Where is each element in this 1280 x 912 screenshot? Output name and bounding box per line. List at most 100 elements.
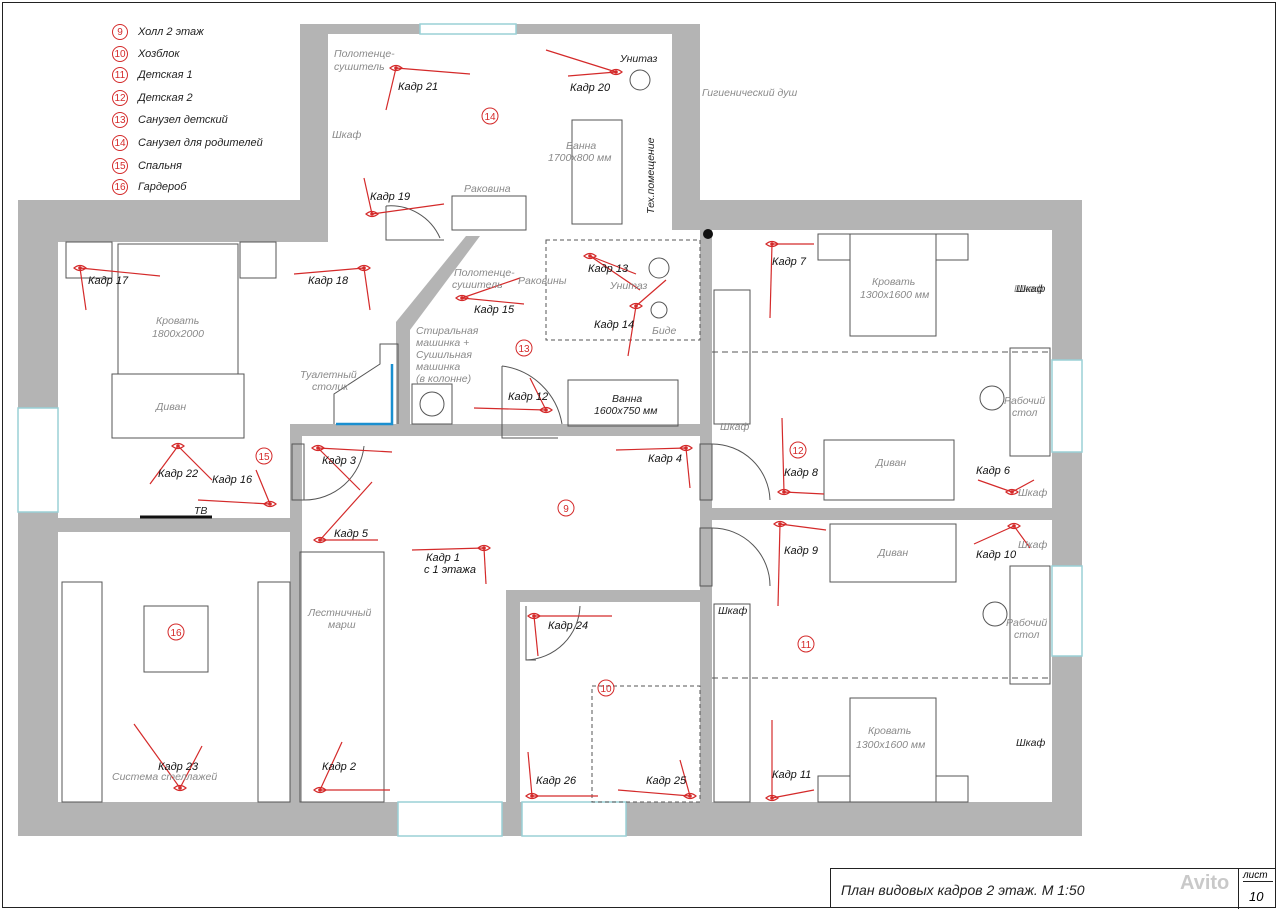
- camera-label: Кадр 16: [212, 474, 253, 486]
- furniture-label: Кровать: [156, 315, 199, 327]
- camera-label: Кадр 24: [548, 620, 588, 632]
- room-number: 15: [258, 452, 270, 463]
- camera-label: с 1 этажа: [424, 564, 476, 576]
- legend-text: Спальня: [138, 160, 182, 172]
- camera-label: Кадр 7: [772, 256, 807, 268]
- furniture-label: Шкаф: [332, 129, 361, 141]
- avito-watermark: Avito: [1180, 872, 1230, 894]
- furniture-label: Диван: [155, 401, 186, 413]
- furniture-label: сушитель: [334, 61, 385, 73]
- title-block: План видовых кадров 2 этаж. М 1:50 лист …: [830, 868, 1276, 909]
- camera-label: Кадр 10: [976, 549, 1017, 561]
- furniture-label: стол: [1012, 407, 1037, 419]
- furniture-label: машинка: [416, 361, 460, 373]
- furniture-label: Унитаз: [619, 53, 657, 65]
- furniture-label: Сушильная: [416, 349, 472, 361]
- camera-label: Кадр 1: [426, 552, 460, 564]
- furniture-label: Стиральная: [416, 325, 479, 337]
- riser-marker: [703, 229, 713, 239]
- furniture-label: Шкаф: [1016, 283, 1045, 295]
- camera-label: Кадр 19: [370, 191, 410, 203]
- furniture-label: Ванна: [612, 393, 642, 405]
- room-number: 16: [170, 628, 182, 639]
- furniture-label: Диван: [875, 457, 906, 469]
- furniture-label: Диван: [877, 547, 908, 559]
- furniture-label: Шкаф: [1018, 539, 1047, 551]
- legend-number: 15: [112, 158, 128, 174]
- camera-label: Кадр 12: [508, 391, 548, 403]
- furniture-label: сушитель: [452, 279, 503, 291]
- room-numbers: 9 10 11 12 13 14 15 16: [167, 107, 815, 697]
- drawing-title: План видовых кадров 2 этаж. М 1:50: [841, 882, 1085, 898]
- legend-text: Гардероб: [138, 181, 187, 193]
- legend-number: 12: [112, 90, 128, 106]
- furniture-labels: Полотенце- сушитель Унитаз Гигиенический…: [112, 48, 1047, 783]
- furniture-label: Раковины: [518, 275, 567, 287]
- furniture-label: ТВ: [194, 505, 207, 517]
- furniture-label: Шкаф: [1018, 487, 1047, 499]
- furniture-label: 1800x2000: [152, 328, 204, 340]
- camera-label: Кадр 2: [322, 761, 356, 773]
- camera-label: Кадр 5: [334, 528, 369, 540]
- furniture-label: Унитаз: [609, 280, 647, 292]
- furniture-label: Полотенце-: [334, 48, 395, 60]
- furniture-label: Шкаф: [718, 605, 747, 617]
- furniture-label: 1700x800 мм: [548, 152, 611, 164]
- windows: [17, 23, 1083, 837]
- room-number: 13: [518, 344, 530, 355]
- camera-label: Кадр 14: [594, 319, 634, 331]
- camera-label: Кадр 8: [784, 467, 819, 479]
- furniture-label: 1300x1600 мм: [856, 739, 925, 751]
- sheet-number: 10: [1249, 889, 1264, 904]
- furniture-label: 1300x1600 мм: [860, 289, 929, 301]
- camera-label: Кадр 21: [398, 81, 438, 93]
- furniture-label: (в колонне): [416, 373, 471, 385]
- camera-label: Кадр 23: [158, 761, 199, 773]
- furniture-label: 1600x750 мм: [594, 405, 657, 417]
- legend-number: 14: [112, 135, 128, 151]
- furniture-label: Ванна: [566, 140, 596, 152]
- camera-view-lines: [79, 49, 1035, 799]
- furniture-label: Раковина: [464, 183, 511, 195]
- furniture-label: Рабочий: [1004, 395, 1045, 407]
- furniture-label: Рабочий: [1006, 617, 1047, 629]
- furniture-label: Полотенце-: [454, 267, 515, 279]
- room-number: 12: [792, 446, 804, 457]
- sheet-box: лист 10: [1238, 869, 1276, 909]
- furniture-label: марш: [328, 619, 356, 631]
- camera-label: Кадр 20: [570, 82, 611, 94]
- legend-text: Детская 2: [138, 92, 193, 104]
- room-number: 9: [563, 504, 569, 515]
- legend-number: 11: [112, 67, 128, 83]
- camera-label: Кадр 22: [158, 468, 198, 480]
- room-number: 14: [484, 112, 496, 123]
- furniture-label: Кровать: [872, 276, 915, 288]
- camera-label: Кадр 6: [976, 465, 1011, 477]
- camera-label: Кадр 4: [648, 453, 682, 465]
- furniture-label: машинка +: [416, 337, 469, 349]
- legend-item: 16 Гардероб: [112, 179, 186, 195]
- camera-label: Кадр 18: [308, 275, 349, 287]
- camera-label: Кадр 17: [88, 275, 129, 287]
- legend-item: 15 Спальня: [112, 158, 182, 174]
- camera-label: Кадр 13: [588, 263, 629, 275]
- furniture-label: Система стеллажей: [112, 771, 217, 783]
- legend-text: Хозблок: [138, 48, 180, 60]
- legend-item: 12 Детская 2: [112, 90, 193, 106]
- furniture-label: стол: [1014, 629, 1039, 641]
- camera-label: Кадр 11: [772, 769, 811, 781]
- camera-label: Кадр 26: [536, 775, 577, 787]
- furniture-label: Гигиенический душ: [702, 87, 797, 99]
- legend-text: Детская 1: [138, 69, 193, 81]
- legend-number: 16: [112, 179, 128, 195]
- legend-item: 11 Детская 1: [112, 67, 193, 83]
- furniture-label: Шкаф: [1014, 283, 1043, 295]
- legend-number: 9: [112, 24, 128, 40]
- legend-text: Санузел детский: [138, 114, 228, 126]
- camera-label: Кадр 3: [322, 455, 357, 467]
- furniture-label: Шкаф: [720, 421, 749, 433]
- room-number: 10: [600, 684, 612, 695]
